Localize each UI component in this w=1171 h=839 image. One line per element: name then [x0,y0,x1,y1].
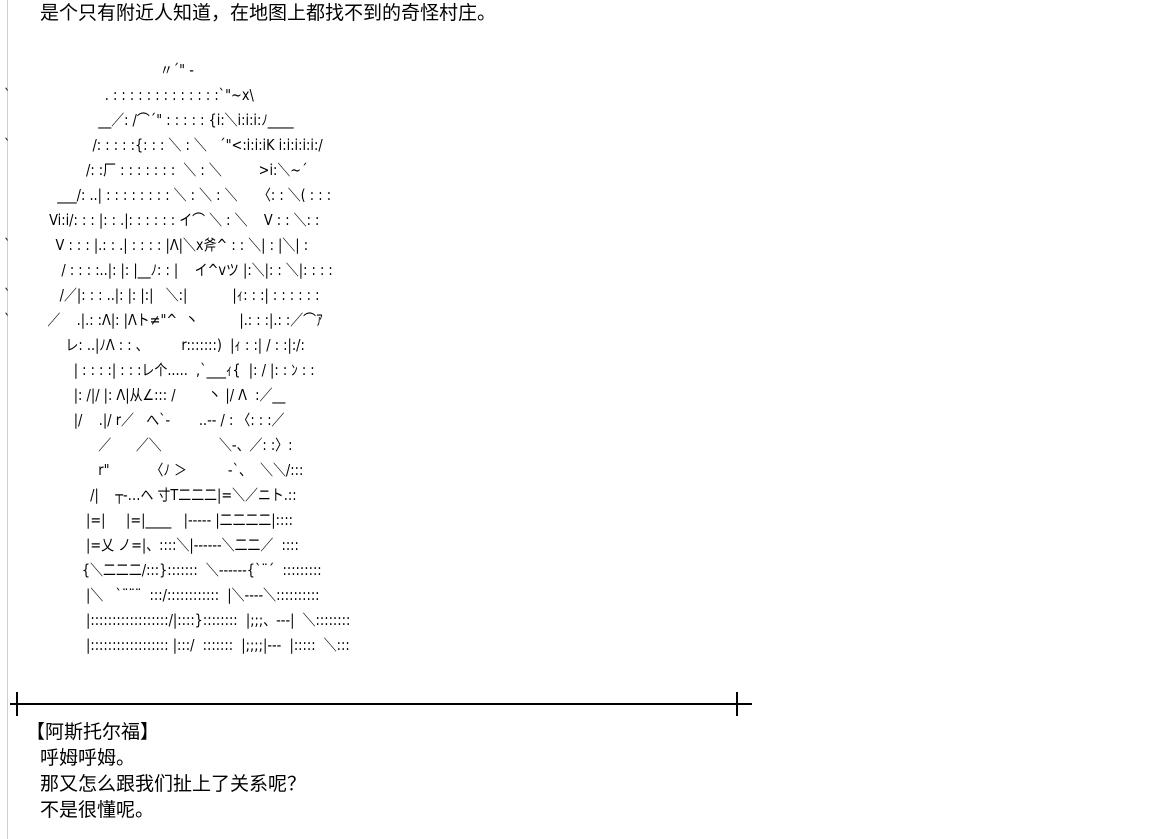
ascii-art-line: |＼ `¨¨¨ :::/:::::::::::: |＼----＼::::::::… [4,586,320,604]
ascii-art-line: |::::::::::::::::::/|::::}:::::::: |;;;、… [4,611,351,629]
left-margin-rule [7,0,8,839]
ascii-art-line: ` . : : : : : : : : : : : : :`"~x\ [4,86,254,104]
ascii-art-line: /: :厂 : : : : : : : ＼ : ＼ >i:＼~´ [4,161,308,179]
speech-line: 那又怎么跟我们扯上了关系呢？ [40,773,307,795]
ascii-art-line: | : : : :| : : :レ个..... ,`___ｨ{ |: / |: … [4,361,315,379]
ascii-art-line: |/ .|/ r／ へ`- ..-- / : 〈: : :／ [4,411,285,429]
ascii-art-line: ／ ／＼ ＼-、／: :〉: [4,436,293,454]
ascii-art-line: ___/: ..| : : : : : : : : ＼ : ＼ : ＼ 〈: :… [4,186,332,204]
ascii-art-line: |=| |=|____ |----- |二二二二|:::: [4,511,294,529]
ascii-art-line: 〃´" - [4,61,194,79]
ascii-art-line: ` V : : : |.: : .| : : : : |Λ|＼x斧^ : : ＼… [4,236,309,254]
ascii-art-line: |=乂 ノ=|、::::＼|------＼二二／ :::: [4,536,299,554]
ascii-art-line: |: /|/ |: Λ|从∠::: / 丶 |/ Λ :／__ [4,386,286,404]
ascii-art-line: / : : : :..|: |: |__ﾉ: : | イ^vツ |:＼|: : … [4,261,333,279]
dialogue-block: 【阿斯托尔福】 呼姆呼姆。 那又怎么跟我们扯上了关系呢？ 不是很懂呢。 [26,719,306,823]
ascii-art-line: |:::::::::::::::::: |:::/ ::::::: |;;;;|… [4,636,350,654]
ascii-art-line: r" 〈ﾉ ＞ -`、 ＼＼/::: [4,461,304,479]
section-divider [10,692,752,716]
speaker-name: 【阿斯托尔福】 [26,721,160,743]
speech-line: 呼姆呼姆。 [40,747,136,769]
ascii-art-line: ` /: : : : :{: : : ＼ : ＼ ´"<:i:i:iK i:i:… [4,136,323,154]
divider-cap-left [16,692,18,716]
narration-text: 是个只有附近人知道，在地图上都找不到的奇怪村庄。 [40,2,497,24]
ascii-art-line: ` /／|: : : ..|: |: |:| ＼:| |ｨ: : :| : : … [4,286,320,304]
speech-line: 不是很懂呢。 [40,799,155,821]
divider-bar [10,703,752,705]
ascii-art-line: /| ┬-…ヘ 寸T二二二|=＼／ニト.:: [4,486,297,504]
ascii-art-character: 〃´" -` . : : : : : : : : : : : : :`"~x\ … [4,60,524,695]
ascii-art-line: {＼二二二/:::}::::::: ＼------{`¨´ ::::::::: [4,561,322,579]
divider-cap-right [736,692,738,716]
ascii-art-line: __／: /⌒´" : : : : : {i:＼i:i:i:ﾉ____ [4,111,294,129]
ascii-art-line: ` ／ .|.: :Λ|: |Λト≠"^ 丶 |.: : :|.: :／⌒ｱ [4,311,323,329]
ascii-art-line: Vi:i/: : : |: : .|: : : : : : イ⌒ ＼ : ＼ V… [4,211,320,229]
ascii-art-line: レ: ..|ﾉΛ : : 、 r:::::::) |ｨ : :| / : :|:… [4,336,305,354]
